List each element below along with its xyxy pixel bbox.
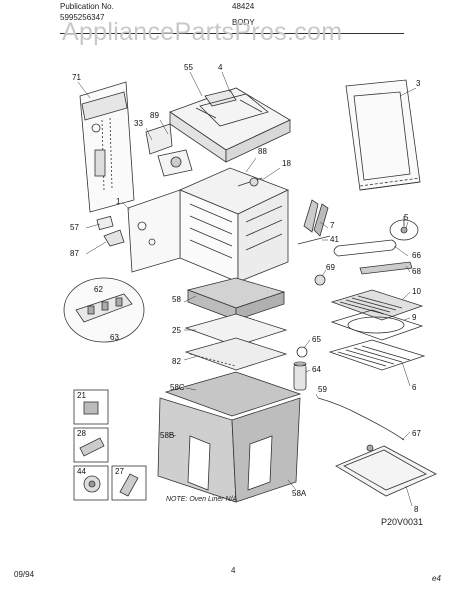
callout-6: 6 — [412, 383, 417, 392]
small-brackets-part — [96, 215, 125, 247]
hinge-part — [297, 199, 331, 245]
side-panel-part — [79, 81, 135, 213]
callout-67: 67 — [412, 429, 421, 438]
callout-89: 89 — [150, 111, 159, 120]
accessory-box-44 — [73, 465, 109, 501]
burner-bracket-part — [145, 123, 193, 177]
callout-5: 5 — [404, 213, 409, 222]
bake-element-part — [314, 261, 413, 286]
control-panel-part — [63, 277, 145, 343]
callout-28: 28 — [77, 429, 86, 438]
callout-44: 44 — [77, 467, 86, 476]
callout-63: 63 — [110, 333, 119, 342]
callout-55: 55 — [184, 63, 193, 72]
callout-21: 21 — [77, 391, 86, 400]
model-number: 48424 — [232, 2, 255, 11]
callout-71: 71 — [72, 73, 81, 82]
callout-8: 8 — [414, 505, 419, 514]
callout-33: 33 — [134, 119, 143, 128]
header-rule — [60, 33, 404, 34]
callout-68: 68 — [412, 267, 421, 276]
lower-insulation-part — [157, 371, 302, 503]
callout-1: 1 — [116, 197, 121, 206]
accessory-box-27 — [111, 465, 147, 501]
callout-62: 62 — [94, 285, 103, 294]
watermark: AppliancePartsPros.com — [62, 18, 343, 46]
callout-18: 18 — [282, 159, 291, 168]
callout-58c: 58C — [170, 383, 185, 392]
callout-64: 64 — [312, 365, 321, 374]
section-title: BODY — [232, 18, 255, 27]
insulation-panels-part — [184, 277, 288, 371]
callout-25: 25 — [172, 326, 181, 335]
leader-lines — [77, 71, 417, 507]
publication-number: 5995256347 — [60, 13, 105, 22]
door-frame-part — [345, 79, 421, 191]
callout-57: 57 — [70, 223, 79, 232]
oven-racks-part — [328, 289, 426, 371]
callout-58b: 58B — [160, 431, 174, 440]
callout-82: 82 — [172, 357, 181, 366]
publication-label: Publication No. — [60, 2, 114, 11]
drawing-code: P20V0031 — [381, 517, 424, 527]
callout-4: 4 — [218, 63, 223, 72]
footer-date: 09/94 — [14, 570, 35, 579]
footer-page: 4 — [231, 566, 236, 575]
bottom-panel-part — [335, 444, 437, 497]
callout-88: 88 — [258, 147, 267, 156]
callout-10: 10 — [412, 287, 421, 296]
callout-27: 27 — [115, 467, 124, 476]
callout-58: 58 — [172, 295, 181, 304]
thermostat-part — [293, 346, 405, 441]
callout-66: 66 — [412, 251, 421, 260]
broil-element-part — [333, 216, 419, 257]
oven-body-part — [127, 167, 290, 283]
callout-59: 59 — [318, 385, 327, 394]
accessory-box-28 — [73, 427, 109, 463]
callout-9: 9 — [412, 313, 417, 322]
callout-7: 7 — [330, 221, 335, 230]
callout-87: 87 — [70, 249, 79, 258]
note-text: NOTE: Oven Liner N/A — [166, 496, 238, 503]
cooktop-top-part — [169, 87, 291, 163]
footer-corner-mark: e4 — [432, 574, 441, 583]
callout-3: 3 — [416, 79, 421, 88]
callout-41: 41 — [330, 235, 339, 244]
callout-69: 69 — [326, 263, 335, 272]
callout-65: 65 — [312, 335, 321, 344]
callout-58a: 58A — [292, 489, 307, 498]
accessory-box-21 — [73, 389, 109, 425]
